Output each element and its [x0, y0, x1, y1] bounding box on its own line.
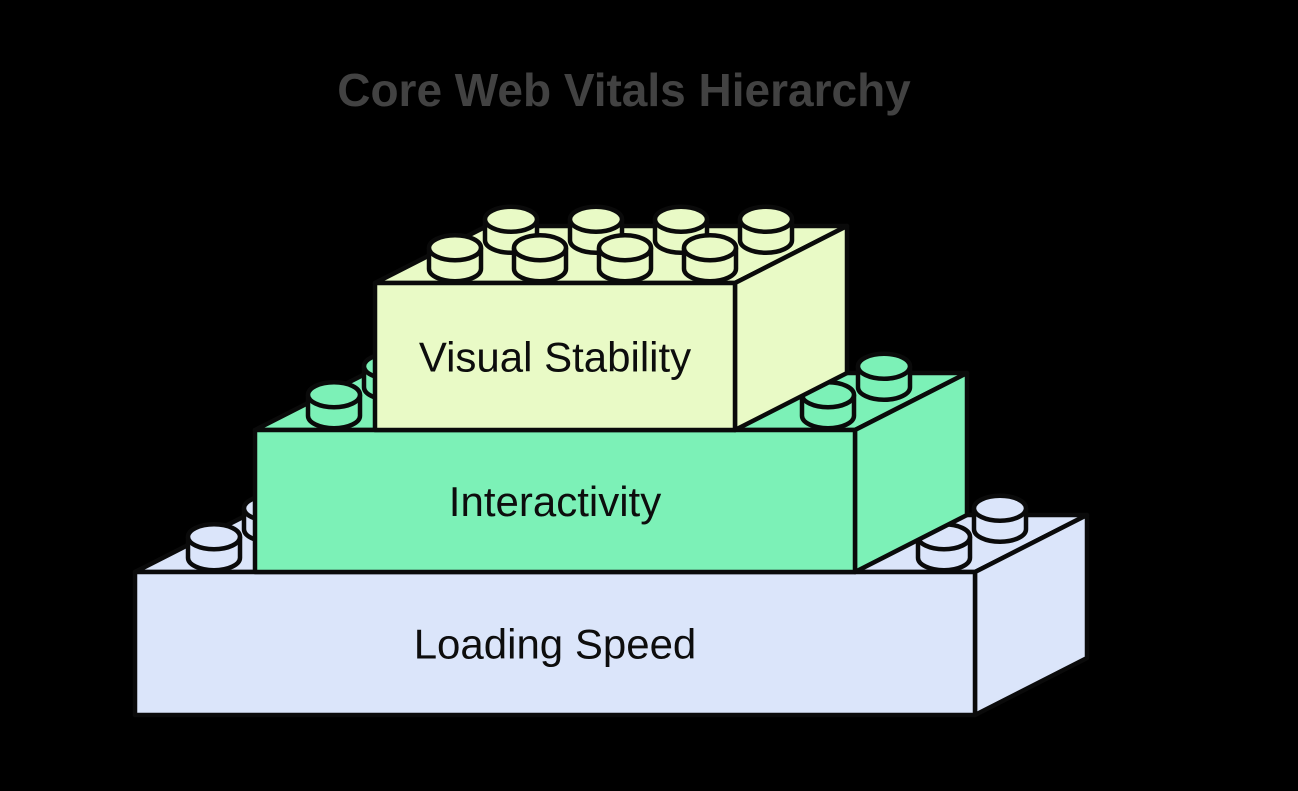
stud-top — [737, 204, 795, 234]
brick-label: Loading Speed — [414, 621, 697, 668]
brick-visual-stability: Visual Stability — [372, 204, 850, 433]
stud-top — [426, 233, 484, 263]
lego-stud — [971, 493, 1029, 544]
stud-top — [971, 493, 1029, 523]
lego-stud — [652, 204, 710, 255]
stud-top — [567, 204, 625, 234]
brick-label: Visual Stability — [419, 334, 691, 381]
stud-top — [596, 233, 654, 263]
lego-stud — [737, 204, 795, 255]
lego-stud — [305, 380, 363, 431]
stud-top — [652, 204, 710, 234]
brick-front-face — [372, 280, 738, 433]
brick-front-face — [132, 569, 978, 718]
lego-stud — [185, 522, 243, 573]
bricks-layer: Loading Speed Interactivity Visual Stabili… — [132, 204, 1090, 718]
lego-stud — [915, 522, 973, 573]
lego-stud — [596, 233, 654, 284]
diagram-title: Core Web Vitals Hierarchy — [337, 64, 911, 116]
lego-stud — [855, 351, 913, 402]
brick-label: Interactivity — [449, 478, 661, 525]
stud-top — [681, 233, 739, 263]
brick-front-face — [252, 427, 858, 575]
lego-stud — [511, 233, 569, 284]
lego-stud — [426, 233, 484, 284]
stud-top — [511, 233, 569, 263]
stud-top — [482, 204, 540, 234]
stud-top — [305, 380, 363, 410]
lego-stud — [681, 233, 739, 284]
stud-top — [855, 351, 913, 381]
stud-top — [185, 522, 243, 552]
